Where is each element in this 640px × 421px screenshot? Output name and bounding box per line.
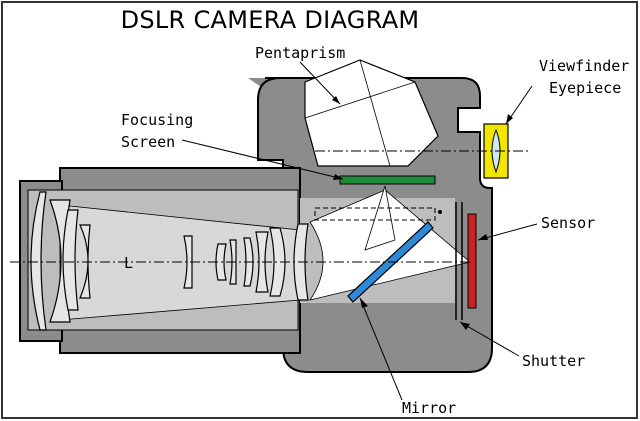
label-viewfinder-line2: Eyepiece bbox=[549, 79, 621, 97]
mirror-light-cone bbox=[309, 189, 471, 301]
arrow-viewfinder bbox=[506, 114, 513, 124]
pentaprism bbox=[304, 59, 439, 167]
pentaprism-edge-1 bbox=[304, 81, 416, 119]
diagram-title: DSLR CAMERA DIAGRAM bbox=[120, 6, 420, 34]
leader-mirror bbox=[359, 297, 403, 401]
pentaprism-edge-2 bbox=[359, 59, 391, 167]
leader-pentaprism bbox=[299, 61, 341, 105]
label-pentaprism: Pentaprism bbox=[255, 44, 345, 62]
arrow-sensor bbox=[478, 234, 488, 240]
arrow-mirror bbox=[360, 298, 368, 308]
lens-center-mark: L bbox=[124, 254, 133, 272]
label-viewfinder-line1: Viewfinder bbox=[539, 57, 629, 75]
arrow-shutter bbox=[460, 322, 470, 330]
leader-focusing bbox=[181, 139, 344, 180]
lens-element-10 bbox=[269, 227, 286, 297]
label-shutter: Shutter bbox=[522, 352, 585, 370]
rays-to-screen bbox=[364, 185, 396, 251]
arrow-pentaprism bbox=[332, 96, 340, 104]
lens-element-3 bbox=[62, 209, 79, 311]
sensor bbox=[467, 213, 477, 309]
label-sensor: Sensor bbox=[541, 214, 595, 232]
focusing-screen bbox=[339, 175, 436, 185]
pivot-dot bbox=[438, 210, 442, 214]
leader-sensor bbox=[477, 223, 538, 241]
leader-shutter bbox=[459, 321, 520, 357]
label-focusing-line1: Focusing bbox=[121, 111, 193, 129]
lens-element-5 bbox=[183, 235, 193, 289]
arrow-focusing bbox=[333, 174, 343, 180]
label-mirror: Mirror bbox=[402, 399, 456, 417]
lens-element-1 bbox=[30, 191, 47, 331]
lens-element-4 bbox=[79, 224, 91, 299]
label-focusing-line2: Screen bbox=[121, 133, 175, 151]
reflex-dashes bbox=[314, 207, 436, 221]
